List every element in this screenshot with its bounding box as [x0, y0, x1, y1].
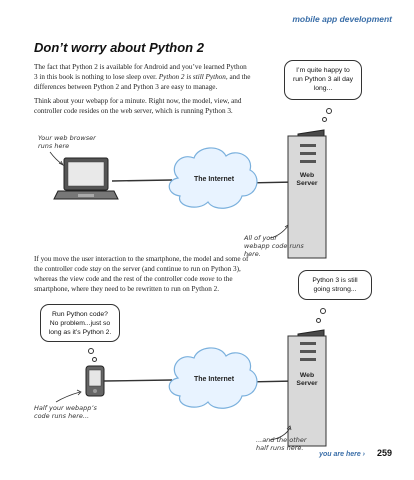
speech-bubble-server-strong: Python 3 is still going strong... [298, 270, 372, 300]
page-number: 259 [376, 448, 392, 458]
internet-cloud-icon [168, 347, 258, 409]
internet-label: The Internet [193, 176, 235, 183]
thought-dot [316, 318, 321, 323]
annotation-half-code: Half your webapp’s code runs here... [34, 404, 97, 420]
thought-dot [88, 348, 94, 354]
paragraph-smartphone-middle: on the server (and continue to run on Py… [34, 265, 241, 283]
arrow-head [284, 224, 289, 229]
web-server-label-line: Web [299, 372, 315, 379]
thought-dot [322, 117, 327, 122]
network-link [111, 179, 173, 182]
paragraph-intro-end: and the differences between Python 2 and… [34, 73, 251, 91]
web-server-label: Web Server [288, 172, 326, 188]
network-link [103, 379, 173, 382]
web-server-label-line: Web [299, 172, 315, 179]
web-server-icon [287, 129, 327, 259]
paragraph-intro: The fact that Python 2 is available for … [34, 62, 252, 92]
web-server-icon [287, 329, 327, 447]
speech-bubble-phone: Run Python code? No problem...just so lo… [40, 304, 120, 342]
paragraph-intro-emphasis: Python 2 is still Python, [158, 73, 228, 81]
page-title: Don’t worry about Python 2 [34, 40, 204, 55]
section-tag: mobile app development [292, 14, 392, 24]
annotation-other-half: ...and the other half runs here. [256, 436, 307, 452]
thought-dot [320, 308, 326, 314]
internet-label: The Internet [193, 376, 235, 383]
web-server-label-line: Server [296, 380, 318, 387]
paragraph-smartphone-start: If you move the user interaction to the … [34, 255, 249, 273]
annotation-arrow [269, 225, 289, 239]
paragraph-webapp: Think about your webapp for a minute. Ri… [34, 97, 242, 115]
page-footer: you are here › 259 [319, 448, 392, 458]
arrow-head [76, 389, 82, 396]
thought-dot [92, 357, 97, 362]
thought-dot [326, 108, 332, 114]
arrow-head [58, 160, 64, 166]
paragraph-smartphone-stay: stay [89, 265, 102, 273]
internet-cloud-icon [168, 147, 258, 209]
paragraph-smartphone-move: move [199, 275, 215, 283]
web-server-label-line: Server [296, 180, 318, 187]
you-are-here-label: you are here › [319, 451, 366, 458]
paragraph-smartphone-end: to the smartphone, where they need to be… [34, 275, 233, 293]
smartphone-icon [85, 365, 105, 397]
paragraph-intro-start: The fact that Python 2 is available for … [34, 63, 247, 81]
laptop-icon [53, 157, 119, 200]
speech-bubble-server-happy: I’m quite happy to run Python 3 all day … [284, 60, 362, 100]
annotation-arrow [55, 391, 81, 403]
annotation-webapp-code: All of your webapp code runs here. [244, 234, 304, 258]
annotation-arrow [269, 427, 291, 441]
arrow-head [286, 425, 292, 431]
paragraph-smartphone: If you move the user interaction to the … [34, 254, 258, 294]
annotation-browser: Your web browser runs here [38, 134, 96, 150]
web-server-label: Web Server [288, 372, 326, 388]
annotation-arrow [49, 151, 63, 165]
